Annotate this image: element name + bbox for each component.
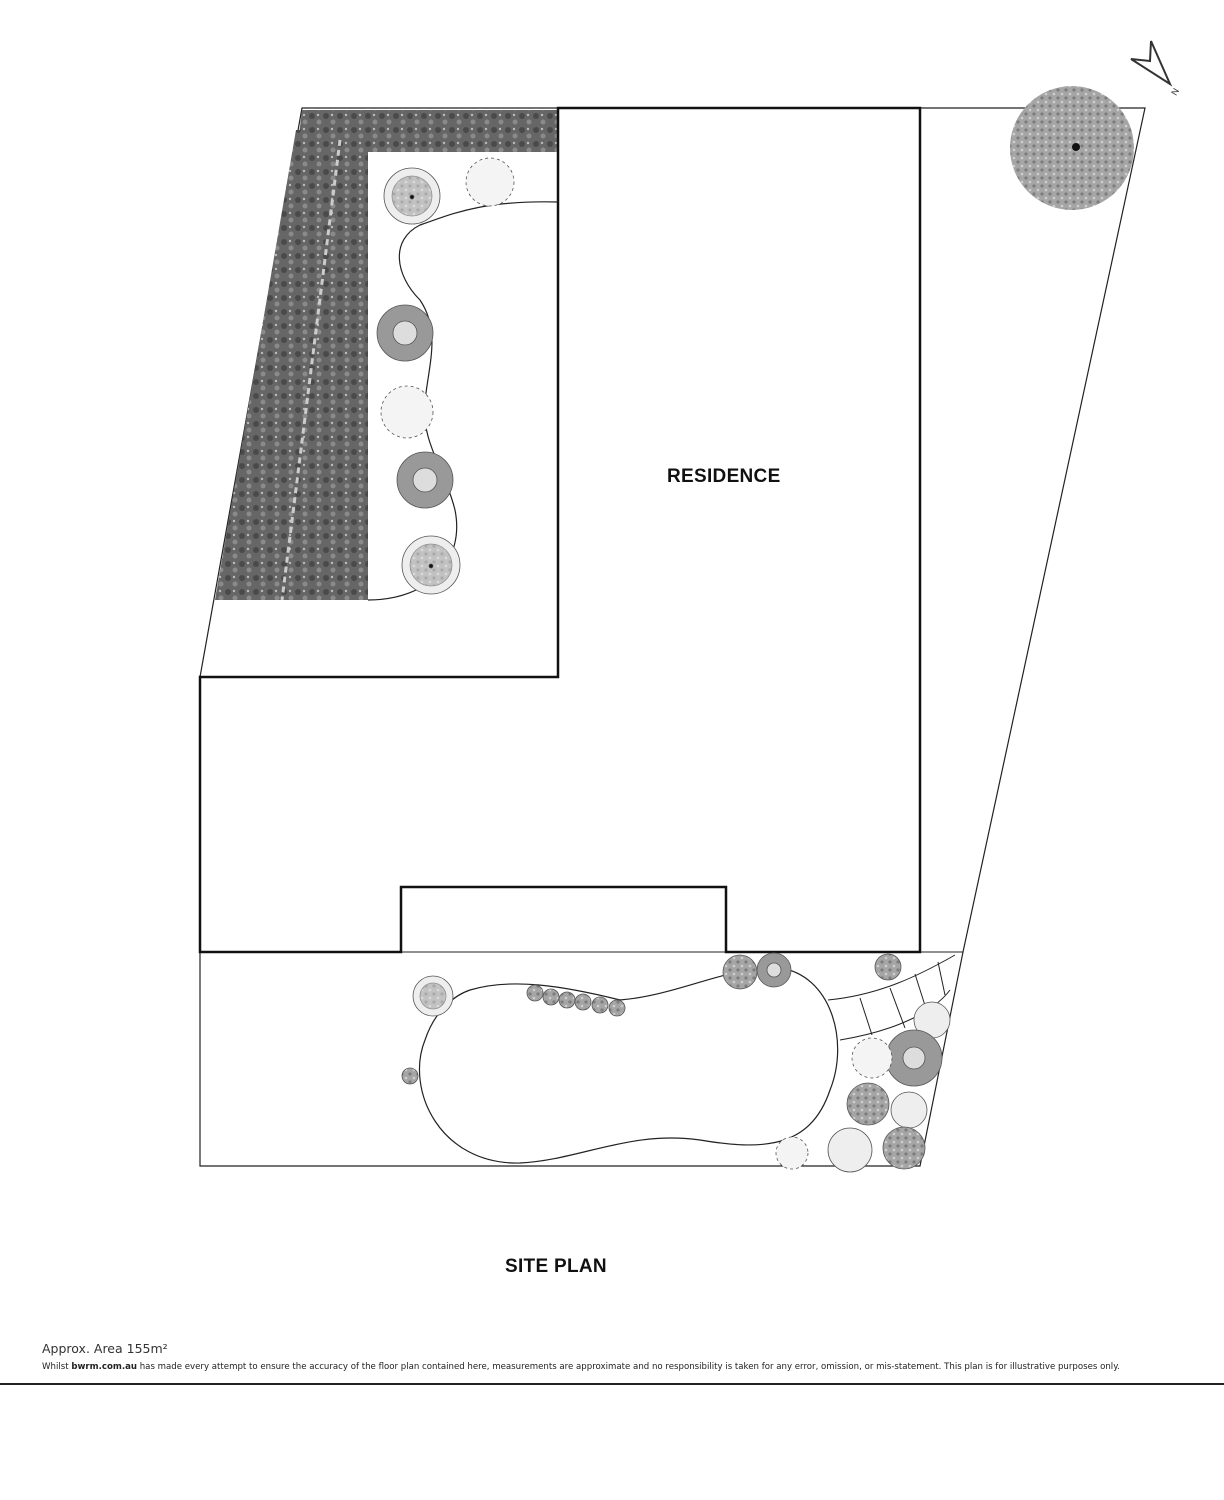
north-arrow-icon	[1130, 40, 1173, 87]
succulent-icon	[376, 304, 434, 362]
shrub-icon	[383, 167, 441, 225]
succulent-icon	[885, 1029, 943, 1087]
succulent-icon	[756, 952, 792, 988]
shrub-icon	[890, 1091, 928, 1129]
shrub-icon	[412, 975, 454, 1017]
north-label: N	[1169, 86, 1181, 97]
approx-area: Approx. Area 155m²	[42, 1341, 168, 1356]
brand-link[interactable]: bwrm.com.au	[71, 1362, 137, 1372]
residence-label: RESIDENCE	[667, 466, 781, 487]
disclaimer-text: has made every attempt to ensure the acc…	[137, 1362, 1120, 1372]
tree-icon	[1010, 86, 1134, 210]
shrub-icon	[827, 1127, 873, 1173]
fern-icon	[775, 1136, 809, 1170]
disclaimer: Whilst bwrm.com.au has made every attemp…	[42, 1362, 1120, 1372]
plan-title: SITE PLAN	[505, 1256, 607, 1277]
disclaimer-text: Whilst	[42, 1362, 72, 1372]
fern-icon	[851, 1037, 893, 1079]
succulent-icon	[396, 451, 454, 509]
fern-icon	[380, 385, 434, 439]
fern-icon	[465, 157, 515, 207]
divider	[0, 1383, 1224, 1385]
hedge-left	[215, 130, 368, 600]
garden-bed-edge	[367, 201, 559, 601]
residence-outline	[198, 106, 922, 954]
shrub-icon	[401, 535, 461, 595]
plants	[376, 157, 951, 1173]
pool	[418, 967, 839, 1164]
